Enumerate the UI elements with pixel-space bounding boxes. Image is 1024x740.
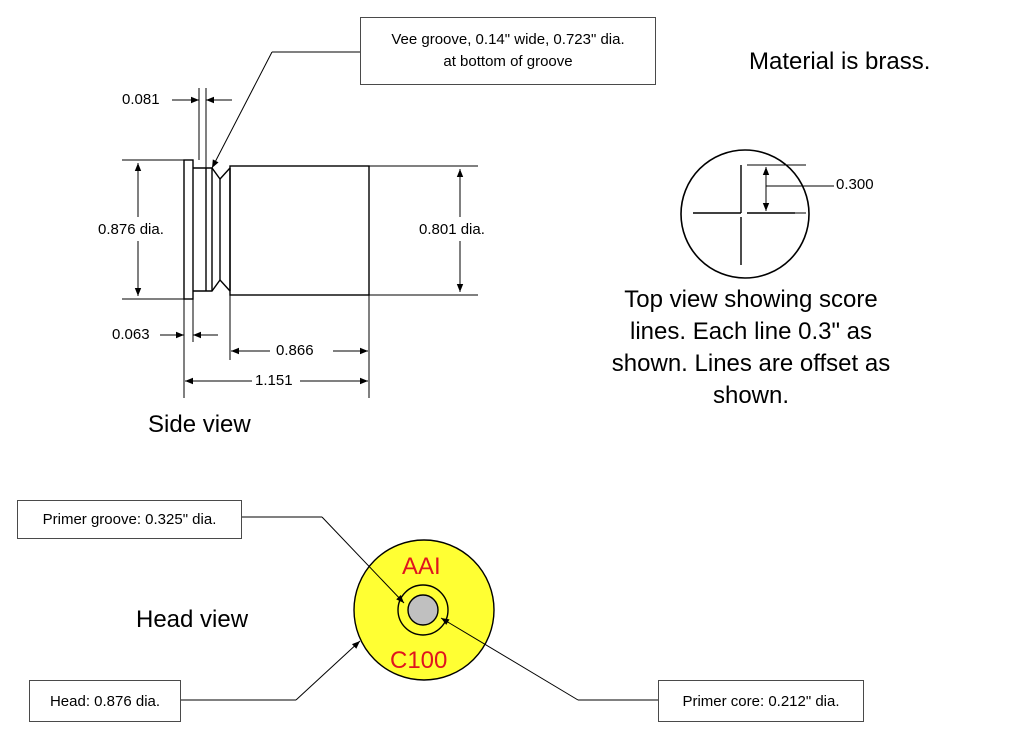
dim-groove-offset: 0.081 <box>122 91 160 108</box>
dim-total-length: 1.151 <box>255 372 293 389</box>
dim-body-length: 0.866 <box>276 342 314 359</box>
primer-core-leader <box>440 617 579 701</box>
head-stamp-top: AAI <box>402 553 441 580</box>
case-rim-outline <box>183 159 194 300</box>
vee-groove-callout-line-2: at bottom of groove <box>443 53 573 70</box>
top-view-outline <box>680 149 810 279</box>
head-view-drawing <box>353 539 495 681</box>
head-view-caption: Head view <box>136 606 249 633</box>
primer-groove-ring <box>397 584 449 636</box>
top-view-note-line-2: lines. Each line 0.3" as <box>630 318 872 345</box>
top-view-drawing <box>680 149 834 279</box>
vee-groove-callout-line-1: Vee groove, 0.14" wide, 0.723" dia. <box>391 31 625 48</box>
material-note: Material is brass. <box>749 48 931 75</box>
case-body-outline <box>229 165 370 296</box>
vee-groove-outline <box>193 167 231 292</box>
primer-groove-leader <box>321 516 405 604</box>
score-lines <box>693 165 795 265</box>
primer-groove-callout: Primer groove: 0.325" dia. <box>17 500 242 539</box>
head-callout: Head: 0.876 dia. <box>29 680 181 722</box>
side-view-drawing <box>183 159 370 300</box>
vee-groove-leader <box>211 51 273 169</box>
dim-rim-dia: 0.876 dia. <box>98 221 164 238</box>
dim-body-dia: 0.801 dia. <box>419 221 485 238</box>
side-view-dimensions <box>122 51 478 398</box>
top-view-note-line-3: shown. Lines are offset as <box>611 350 891 377</box>
head-view-leaders <box>181 516 658 701</box>
vee-groove-callout: Vee groove, 0.14" wide, 0.723" dia. at b… <box>360 17 656 85</box>
head-stamp-bottom: C100 <box>390 647 448 674</box>
top-view-note-line-4: shown. <box>712 382 790 409</box>
head-leader <box>295 640 361 701</box>
primer-core <box>407 594 439 626</box>
dim-rim-thickness: 0.063 <box>112 326 150 343</box>
primer-core-callout: Primer core: 0.212" dia. <box>658 680 864 722</box>
top-view-note-line-1: Top view showing score <box>624 286 878 313</box>
side-view-caption: Side view <box>148 411 251 438</box>
dim-score-line-length: 0.300 <box>836 176 874 193</box>
top-view-note: Top view showing score lines. Each line … <box>588 284 914 412</box>
